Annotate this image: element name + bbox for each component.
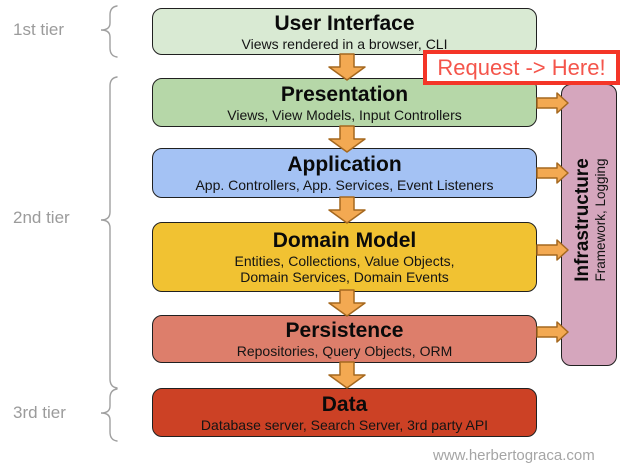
right-arrow-icon bbox=[536, 92, 569, 114]
layer-data: Data Database server, Search Server, 3rd… bbox=[152, 388, 537, 437]
layer-title: Domain Model bbox=[272, 229, 417, 252]
layer-subtitle: App. Controllers, App. Services, Event L… bbox=[195, 177, 494, 193]
layer-subtitle: Views, View Models, Input Controllers bbox=[227, 106, 462, 123]
layer-presentation: Presentation Views, View Models, Input C… bbox=[152, 78, 537, 127]
request-annotation-text: Request -> Here! bbox=[437, 54, 606, 80]
tier-label-3rd: 3rd tier bbox=[13, 403, 66, 422]
layer-subtitle: Entities, Collections, Value Objects, Do… bbox=[234, 253, 455, 285]
footer-url: www.herbertograca.com bbox=[433, 447, 595, 464]
tier-label-1st: 1st tier bbox=[13, 20, 65, 39]
layer-subtitle: Database server, Search Server, 3rd part… bbox=[200, 416, 489, 433]
layer-domain-model: Domain Model Entities, Collections, Valu… bbox=[152, 222, 537, 292]
layer-title: Persistence bbox=[285, 319, 404, 342]
tier-brace-1 bbox=[100, 5, 118, 58]
down-arrow-icon bbox=[328, 196, 366, 224]
down-arrow-icon bbox=[328, 289, 366, 317]
layer-title: Data bbox=[321, 392, 368, 416]
layer-application: Application App. Controllers, App. Servi… bbox=[152, 148, 537, 198]
layer-user-interface: User Interface Views rendered in a brows… bbox=[152, 8, 537, 55]
tier-brace-3 bbox=[100, 388, 118, 442]
right-arrow-icon bbox=[536, 321, 569, 343]
layer-title: Application bbox=[287, 153, 402, 176]
tier-label-2nd: 2nd tier bbox=[13, 208, 70, 227]
layer-title: Presentation bbox=[280, 82, 409, 106]
right-arrow-icon bbox=[536, 162, 569, 184]
down-arrow-icon bbox=[328, 53, 366, 81]
right-arrow-icon bbox=[536, 239, 569, 261]
tier-brace-2 bbox=[100, 76, 118, 389]
down-arrow-icon bbox=[328, 361, 366, 389]
request-annotation-box: Request -> Here! bbox=[423, 50, 620, 85]
layer-subtitle: Views rendered in a browser, CLI bbox=[241, 35, 448, 52]
layer-infrastructure bbox=[561, 84, 617, 366]
layer-persistence: Persistence Repositories, Query Objects,… bbox=[152, 315, 537, 363]
layer-subtitle: Repositories, Query Objects, ORM bbox=[236, 343, 453, 359]
down-arrow-icon bbox=[328, 125, 366, 153]
layer-title: User Interface bbox=[274, 11, 415, 35]
